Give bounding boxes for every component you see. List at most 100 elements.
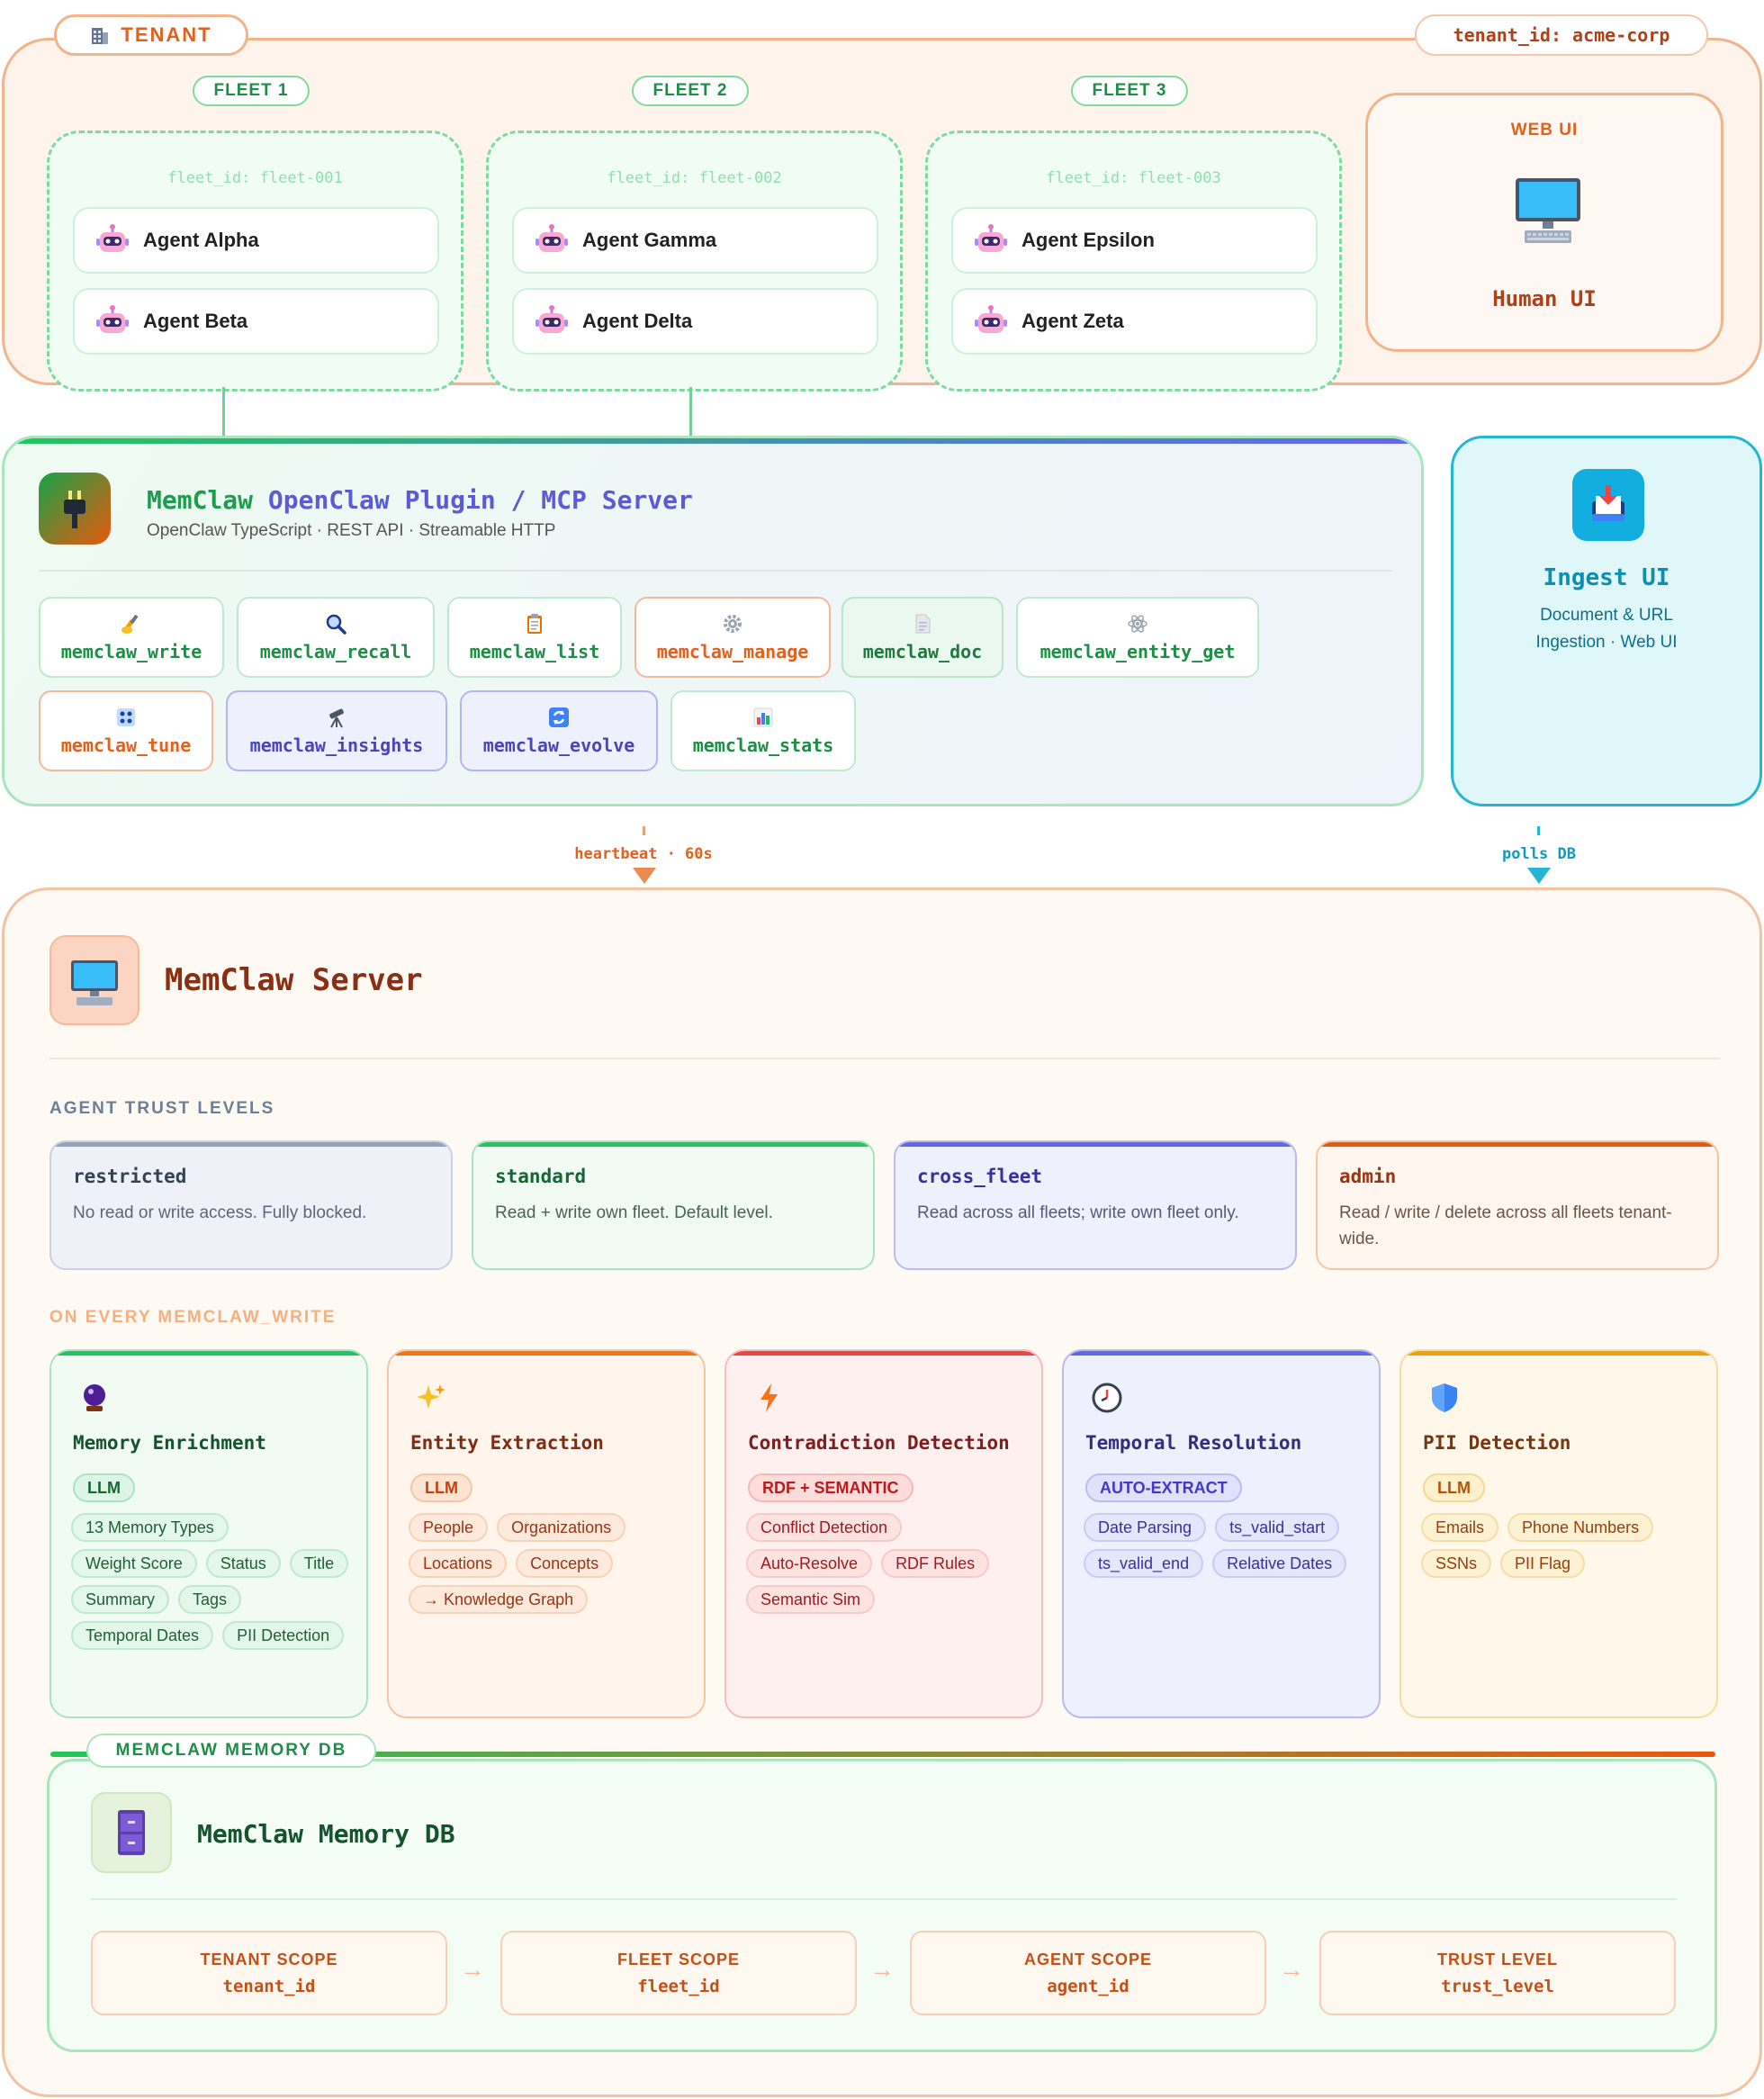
tool-memclaw-recall[interactable]: memclaw_recall (237, 597, 435, 678)
chip: Semantic Sim (746, 1585, 876, 1614)
web-ui-box[interactable]: WEB UI Human UI (1365, 93, 1724, 352)
agent-name: Agent Delta (582, 310, 693, 332)
tool-label: memclaw_recall (259, 641, 412, 662)
agent-gamma-card[interactable]: Agent Gamma (512, 207, 878, 274)
chip: PII Flag (1500, 1549, 1586, 1578)
writing-hand-icon (122, 614, 139, 634)
polls-label: polls DB (1502, 845, 1576, 863)
tool-memclaw-tune[interactable]: memclaw_tune (39, 690, 213, 771)
fleet-1-box: fleet_id: fleet-001 Agent Alpha Agent Be… (47, 131, 464, 392)
fleet-3-tab: FLEET 3 (1071, 76, 1188, 106)
chip: → Knowledge Graph (409, 1585, 589, 1614)
control-knobs-icon (117, 708, 135, 726)
tool-label: memclaw_stats (692, 734, 834, 756)
divider (50, 1058, 1720, 1059)
refresh-icon (549, 707, 569, 727)
agent-beta-card[interactable]: Agent Beta (73, 288, 439, 355)
agent-name: Agent Zeta (1022, 310, 1124, 332)
trust-card-standard: standard Read + write own fleet. Default… (472, 1140, 875, 1270)
plugin-title-rest: OpenClaw Plugin / MCP Server (267, 485, 693, 515)
chip: RDF Rules (881, 1549, 990, 1578)
tenant-tab: TENANT (54, 14, 248, 56)
building-icon (92, 28, 109, 44)
magnifier-icon (326, 614, 346, 635)
chip: Organizations (497, 1513, 626, 1542)
plugin-panel: MemClaw OpenClaw Plugin / MCP Server Ope… (2, 436, 1424, 806)
chip-list: 13 Memory Types Weight Score Status Titl… (71, 1513, 354, 1650)
chip-list: People Organizations Locations Concepts … (409, 1513, 691, 1614)
tool-memclaw-evolve[interactable]: memclaw_evolve (460, 690, 658, 771)
tool-label: memclaw_manage (656, 641, 809, 662)
atom-icon (1128, 615, 1148, 633)
tool-label: memclaw_evolve (482, 734, 635, 756)
tool-memclaw-insights[interactable]: memclaw_insights (226, 690, 447, 771)
computer-icon (1516, 178, 1580, 243)
process-title: Memory Enrichment (73, 1432, 266, 1454)
lightning-icon (760, 1383, 778, 1412)
agent-alpha-card[interactable]: Agent Alpha (73, 207, 439, 274)
process-badge: LLM (410, 1473, 472, 1502)
agent-epsilon-card[interactable]: Agent Epsilon (951, 207, 1318, 274)
plugin-subtitle: OpenClaw TypeScript · REST API · Streama… (147, 521, 556, 540)
arrow-right-icon: → (460, 1955, 485, 1983)
connector-line (689, 387, 692, 437)
process-temporal-resolution: Temporal Resolution AUTO-EXTRACT Date Pa… (1062, 1349, 1381, 1718)
arrow-down-icon (1527, 868, 1551, 884)
trust-card-admin: admin Read / write / delete across all f… (1316, 1140, 1719, 1270)
scope-label: TENANT SCOPE (200, 1950, 338, 1968)
chip: Status (205, 1549, 281, 1578)
arrow-down-icon (633, 868, 656, 884)
trust-card-restricted: restricted No read or write access. Full… (50, 1140, 453, 1270)
clipboard-icon (527, 614, 542, 634)
agent-delta-card[interactable]: Agent Delta (512, 288, 878, 355)
scope-value: trust_level (1441, 1976, 1554, 1996)
robot-icon (96, 305, 129, 333)
chip: SSNs (1421, 1549, 1492, 1578)
file-cabinet-icon (91, 1792, 172, 1873)
chip: Auto-Resolve (746, 1549, 873, 1578)
fleet-2-box: fleet_id: fleet-002 Agent Gamma Agent De… (486, 131, 903, 392)
tool-memclaw-entity-get[interactable]: memclaw_entity_get (1016, 597, 1259, 678)
tool-memclaw-stats[interactable]: memclaw_stats (670, 690, 856, 771)
inbox-tray-icon (1572, 469, 1644, 541)
tenant-container: fleet_id: fleet-001 Agent Alpha Agent Be… (2, 38, 1762, 392)
process-badge: LLM (73, 1473, 135, 1502)
ingest-ui-panel[interactable]: Ingest UI Document & URL Ingestion · Web… (1451, 436, 1762, 806)
scope-fleet: FLEET SCOPE fleet_id (500, 1931, 857, 2015)
bar-chart-icon (753, 707, 773, 727)
scope-label: TRUST LEVEL (1436, 1950, 1558, 1968)
chip: Phone Numbers (1508, 1513, 1654, 1542)
chip: Concepts (516, 1549, 614, 1578)
tool-memclaw-doc[interactable]: memclaw_doc (842, 597, 1004, 678)
chip: Title (289, 1549, 349, 1578)
connector-tick (1537, 826, 1540, 835)
robot-icon (536, 224, 568, 252)
tool-memclaw-list[interactable]: memclaw_list (447, 597, 622, 678)
tool-memclaw-manage[interactable]: memclaw_manage (634, 597, 831, 678)
chip: Tags (178, 1585, 242, 1614)
heartbeat-label: heartbeat · 60s (574, 845, 713, 863)
trust-name: admin (1339, 1166, 1397, 1187)
process-entity-extraction: Entity Extraction LLM People Organizatio… (387, 1349, 706, 1718)
trust-name: standard (495, 1166, 587, 1187)
divider (91, 1898, 1677, 1900)
connector-line (222, 387, 225, 437)
fleet-3-box: fleet_id: fleet-003 Agent Epsilon Agent … (925, 131, 1342, 392)
tool-memclaw-write[interactable]: memclaw_write (39, 597, 224, 678)
trust-desc: Read across all fleets; write own fleet … (917, 1203, 1239, 1222)
tenant-label: TENANT (121, 23, 212, 46)
scope-label: FLEET SCOPE (616, 1950, 740, 1968)
shield-icon (1432, 1383, 1457, 1412)
chip: ts_valid_start (1215, 1513, 1340, 1542)
web-ui-label: WEB UI (1510, 121, 1579, 140)
agent-zeta-card[interactable]: Agent Zeta (951, 288, 1318, 355)
robot-icon (975, 305, 1007, 333)
trust-desc: No read or write access. Fully blocked. (73, 1203, 367, 1222)
agent-name: Agent Alpha (143, 229, 259, 251)
plugin-title: MemClaw OpenClaw Plugin / MCP Server (147, 485, 693, 515)
ingest-title: Ingest UI (1543, 564, 1670, 591)
scope-agent: AGENT SCOPE agent_id (910, 1931, 1266, 2015)
chip: Summary (71, 1585, 170, 1614)
plugin-accent-bar (4, 438, 1421, 444)
db-tab: MEMCLAW MEMORY DB (86, 1734, 376, 1768)
